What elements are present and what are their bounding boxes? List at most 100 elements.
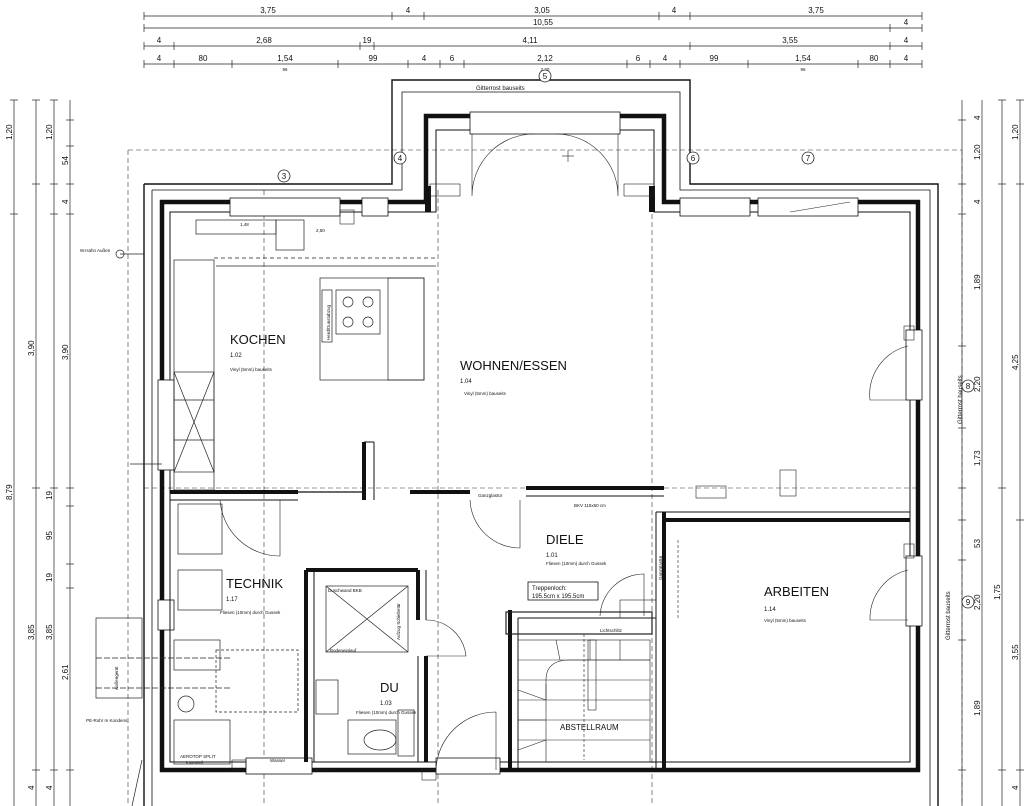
annotations: Gitterrost bauseits Gitterrost bauseits … [80, 86, 964, 765]
technik-equipment [95, 503, 299, 765]
note-wasserhahn: W.Hahn Außen [80, 248, 111, 253]
dim-right-1: 1,20 [1011, 124, 1020, 140]
dim-r3-4: 4,11 [523, 36, 539, 45]
dim-left-2: 3,90 [27, 340, 36, 356]
room-arbeiten-number: 1.14 [764, 607, 776, 613]
axis-6: 6 [691, 154, 696, 163]
room-diele-finish: Fliesen (10mm) durch Gussek [546, 561, 607, 566]
dim-left-in-8: 3,85 [45, 624, 54, 640]
dim-left-in-3: 4 [61, 199, 70, 204]
dim-left-1: 1,20 [5, 124, 14, 140]
treppenloch-box [527, 581, 599, 601]
dim-top-total: 10,55 [533, 18, 554, 27]
note-aussengeraet: Außengerät [114, 666, 119, 690]
note-ganzglastuer: Ganzglastür [478, 493, 503, 498]
dim-right-in-8: 1,75 [993, 584, 1002, 600]
note-aerotop: AEROTOP SPLIT [180, 754, 216, 759]
dim-r4-12: 80 [870, 54, 879, 63]
dim-right-in-5: 2,20 [973, 376, 982, 392]
exterior-walls [143, 79, 939, 806]
dim-r4-10: 99 [710, 54, 719, 63]
living-fixtures [231, 183, 915, 781]
left-dimension-labels: 1,20 3,90 8,79 3,85 4 1,20 54 4 3,90 19 … [5, 124, 70, 790]
axis-7: 7 [806, 154, 811, 163]
note-bodeneinlauf: Bodeneinlauf [330, 648, 357, 653]
note-schiebetuer: Aufzug Schiebetür [396, 603, 401, 640]
axis-markers [277, 69, 975, 609]
dim-r4-sub-3: 96 [800, 67, 806, 72]
dim-r4-2: 80 [199, 54, 208, 63]
dim-top-5: 3,75 [808, 6, 824, 15]
dim-top-2: 4 [406, 6, 411, 15]
axis-5: 5 [543, 72, 548, 81]
room-wohnen-number: 1.04 [460, 379, 472, 385]
interior-walls [169, 186, 910, 770]
dim-right-3: 3,55 [1011, 644, 1020, 660]
bathroom-fixtures [315, 585, 415, 757]
dim-r4-9: 4 [663, 54, 668, 63]
top-dimension-labels: 3,75 4 3,05 4 3,75 10,55 4 4 2,68 19 4,1… [157, 6, 909, 72]
room-du-name: DU [380, 680, 399, 695]
dim-top-3: 3,05 [534, 6, 550, 15]
note-dunstabzug: Herd/Dunstabzug [326, 304, 331, 340]
note-kueche-2: 2,50 [316, 228, 325, 233]
room-kochen-number: 1.02 [230, 353, 242, 359]
right-dimension-labels: 1,20 4,25 3,55 4 4 1,20 4 1,89 2,20 1,73… [973, 115, 1020, 790]
dim-r4-13: 4 [904, 54, 909, 63]
dim-left-in-7: 19 [45, 573, 54, 582]
dim-right-in-7: 53 [973, 539, 982, 548]
dim-right-in-4: 1,89 [973, 274, 982, 290]
dim-r4-4: 99 [369, 54, 378, 63]
dim-r4-8: 6 [636, 54, 641, 63]
dim-left-in-2: 54 [61, 156, 70, 165]
axis-8: 8 [966, 382, 971, 391]
dim-right-in-10: 1,89 [973, 700, 982, 716]
dim-r4-6: 6 [450, 54, 455, 63]
dim-left-in-4: 3,90 [61, 344, 70, 360]
dim-r4-sub-1: 96 [282, 67, 288, 72]
dim-r4-5: 4 [422, 54, 427, 63]
dim-right-in-2: 1,20 [973, 144, 982, 160]
dim-r4-11: 1,54 [795, 54, 811, 63]
dim-right-in-6: 1,73 [973, 450, 982, 466]
dim-top-total-right: 4 [904, 18, 909, 27]
axis-3: 3 [282, 172, 287, 181]
dim-r3-1: 4 [157, 36, 162, 45]
note-aerotop-sub: Innenteil [186, 760, 203, 765]
dim-top-1: 3,75 [260, 6, 276, 15]
room-technik-finish: Fliesen (10mm) durch Gussek [220, 610, 281, 615]
left-dimension-chains [10, 99, 74, 806]
door-swings [219, 133, 909, 771]
dim-r4-7: 2,12 [537, 54, 553, 63]
note-gitterrost-right-1: Gitterrost bauseits [958, 375, 964, 424]
dim-left-in-5: 19 [45, 491, 54, 500]
room-technik-number: 1.17 [226, 597, 238, 603]
dim-left-in-6: 95 [45, 531, 54, 540]
note-gitterrost-top: Gitterrost bauseits [476, 86, 525, 92]
dim-left-3: 8,79 [5, 484, 14, 500]
dim-left-in-10: 4 [45, 785, 54, 790]
note-lichtschlitz: Lichtschlitz [600, 628, 623, 633]
dim-right-4: 4 [1011, 785, 1020, 790]
note-treppenloch-title: Treppenloch: [532, 586, 567, 592]
right-dimension-chains [958, 99, 1024, 806]
note-ganzglastuer-2: Ganzglastür [658, 555, 663, 580]
room-abstellraum-name: ABSTELLRAUM [560, 723, 619, 732]
room-diele-name: DIELE [546, 532, 584, 547]
note-gitterrost-right-2: Gitterrost bauseits [946, 591, 952, 640]
kitchen-furniture [173, 219, 436, 491]
dim-right-2: 4,25 [1011, 354, 1020, 370]
grid-axes [127, 149, 963, 806]
dim-left-in-1: 1,20 [45, 124, 54, 140]
staircase [505, 611, 653, 763]
room-labels: KOCHEN 1.02 Vinyl (5mm) bauseits WOHNEN/… [220, 332, 829, 732]
dim-top-4: 4 [672, 6, 677, 15]
note-kuechenzeile: 1,48 [240, 222, 249, 227]
top-dimension-chains [143, 12, 923, 68]
dim-right-in-3: 4 [973, 199, 982, 204]
dim-r4-sub-2: 2,20 [541, 67, 550, 72]
room-wohnen-name: WOHNEN/ESSEN [460, 358, 567, 373]
dim-r3-3: 19 [363, 36, 372, 45]
room-technik-name: TECHNIK [226, 576, 283, 591]
